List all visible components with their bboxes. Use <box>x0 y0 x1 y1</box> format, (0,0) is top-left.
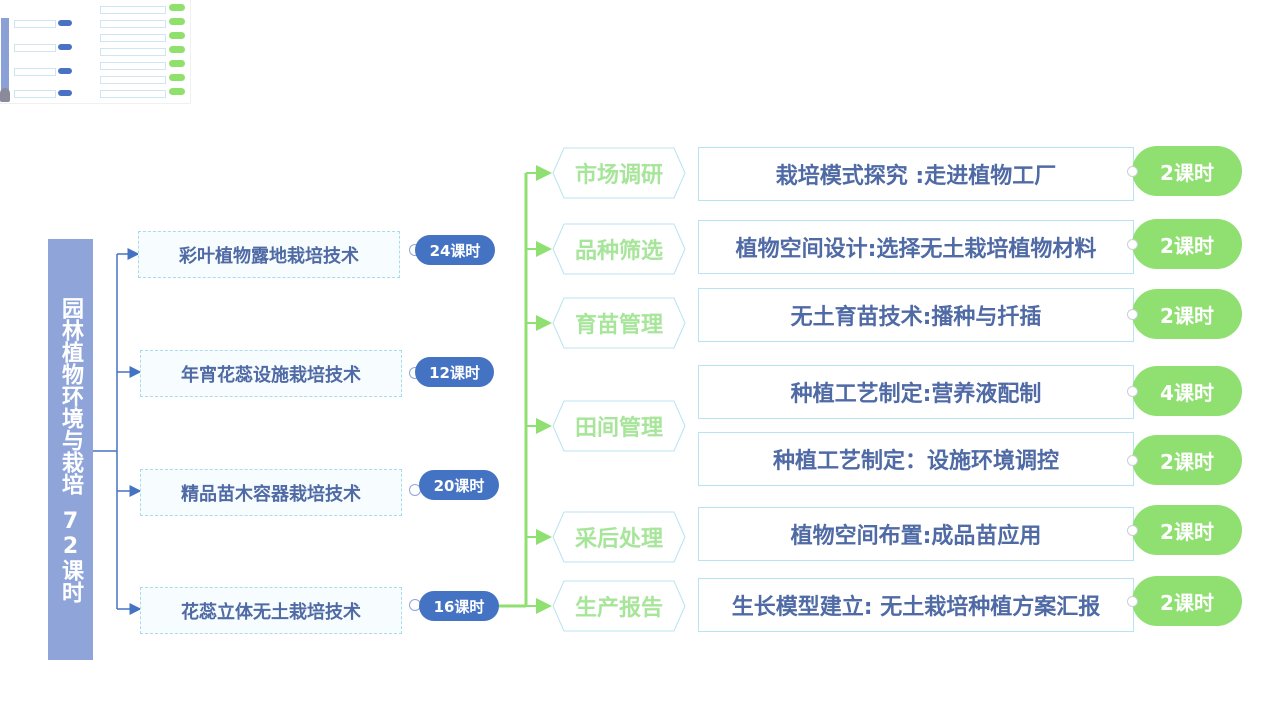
stage-hexagon[interactable]: 品种筛选 <box>552 223 686 275</box>
stage-hexagon[interactable]: 田间管理 <box>552 400 686 452</box>
task-hours-pill: 4课时 <box>1132 366 1242 416</box>
stage-label: 市场调研 <box>574 163 663 188</box>
task-box[interactable]: 植物空间设计:选择无土栽培植物材料 <box>698 220 1134 274</box>
thumbnail-pill <box>169 32 185 39</box>
connector-dot <box>1127 525 1138 536</box>
course-box[interactable]: 花蕊立体无土栽培技术 <box>140 587 402 634</box>
thumbnail-pill <box>58 90 72 96</box>
course-hours-pill: 20课时 <box>419 470 499 500</box>
course-label: 花蕊立体无土栽培技术 <box>181 601 361 623</box>
course-box[interactable]: 年宵花蕊设施栽培技术 <box>140 350 402 397</box>
connector-dot <box>1127 596 1138 607</box>
connector-dot <box>1127 239 1138 250</box>
stage-label: 育苗管理 <box>574 313 663 338</box>
stage-label: 品种筛选 <box>574 239 663 264</box>
thumbnail-pill <box>169 4 185 11</box>
avatar <box>0 88 10 102</box>
course-box[interactable]: 彩叶植物露地栽培技术 <box>138 231 400 278</box>
connector-dot <box>1127 455 1138 466</box>
thumbnail-node <box>100 6 166 14</box>
thumbnail-node <box>14 44 56 52</box>
root-title-text: 园林植物环境与栽培 <box>58 296 83 495</box>
task-box[interactable]: 无土育苗技术:播种与扦插 <box>698 288 1134 342</box>
course-hours-pill: 24课时 <box>415 235 495 265</box>
task-hours-pill: 2课时 <box>1132 219 1242 269</box>
thumbnail-title-bar <box>1 18 9 98</box>
task-label: 栽培模式探究 :走进植物工厂 <box>775 164 1057 189</box>
thumbnail-node <box>100 34 166 42</box>
course-label: 精品苗木容器栽培技术 <box>181 483 361 505</box>
thumbnail-pill <box>58 68 72 74</box>
task-box[interactable]: 种植工艺制定：设施环境调控 <box>698 432 1134 486</box>
thumbnail-pill <box>169 18 185 25</box>
thumbnail-pill <box>169 46 185 53</box>
course-hours-pill: 16课时 <box>419 591 499 621</box>
task-label: 种植工艺制定:营养液配制 <box>790 382 1042 407</box>
task-hours-pill: 2课时 <box>1132 505 1242 555</box>
thumbnail-pill <box>169 74 185 81</box>
task-label: 种植工艺制定：设施环境调控 <box>772 449 1059 474</box>
task-hours-pill: 2课时 <box>1132 289 1242 339</box>
thumbnail-node <box>100 76 166 84</box>
stage-label: 采后处理 <box>574 527 663 552</box>
thumbnail-node <box>14 90 56 98</box>
stage-hexagon[interactable]: 生产报告 <box>552 580 686 632</box>
task-box[interactable]: 植物空间布置:成品苗应用 <box>698 507 1134 561</box>
task-hours-pill: 2课时 <box>1132 146 1242 196</box>
connector-dot <box>1127 386 1138 397</box>
stage-label: 田间管理 <box>574 416 663 441</box>
thumbnail-node <box>100 48 166 56</box>
connector-dot <box>1127 166 1138 177</box>
stage-hexagon[interactable]: 育苗管理 <box>552 297 686 349</box>
thumbnail-node <box>14 68 56 76</box>
course-hours-pill: 12课时 <box>415 357 494 387</box>
course-label: 年宵花蕊设施栽培技术 <box>181 364 361 386</box>
task-label: 植物空间布置:成品苗应用 <box>790 524 1042 549</box>
root-title: 园林植物环境与栽培 72课时 <box>48 239 93 660</box>
thumbnail-node <box>100 20 166 28</box>
task-box[interactable]: 栽培模式探究 :走进植物工厂 <box>698 147 1134 201</box>
course-label: 彩叶植物露地栽培技术 <box>179 245 359 267</box>
stage-hexagon[interactable]: 采后处理 <box>552 511 686 563</box>
thumbnail-pill <box>58 44 72 50</box>
task-hours-pill: 2课时 <box>1132 435 1242 485</box>
thumbnail-node <box>100 90 166 98</box>
slide-thumbnail[interactable] <box>0 0 191 104</box>
task-box[interactable]: 生长模型建立: 无土栽培种植方案汇报 <box>698 578 1134 632</box>
task-label: 无土育苗技术:播种与扦插 <box>790 305 1042 330</box>
task-box[interactable]: 种植工艺制定:营养液配制 <box>698 365 1134 419</box>
thumbnail-pill <box>169 88 185 95</box>
thumbnail-pill <box>58 20 72 26</box>
task-hours-pill: 2课时 <box>1132 576 1242 626</box>
connector-dot <box>1127 309 1138 320</box>
course-box[interactable]: 精品苗木容器栽培技术 <box>140 469 402 516</box>
stage-hexagon[interactable]: 市场调研 <box>552 147 686 199</box>
thumbnail-pill <box>169 60 185 67</box>
task-label: 生长模型建立: 无土栽培种植方案汇报 <box>731 595 1101 620</box>
task-label: 植物空间设计:选择无土栽培植物材料 <box>735 237 1097 262</box>
root-hours: 72课时 <box>58 508 83 603</box>
thumbnail-node <box>100 62 166 70</box>
thumbnail-node <box>14 20 56 28</box>
stage-label: 生产报告 <box>574 596 663 621</box>
